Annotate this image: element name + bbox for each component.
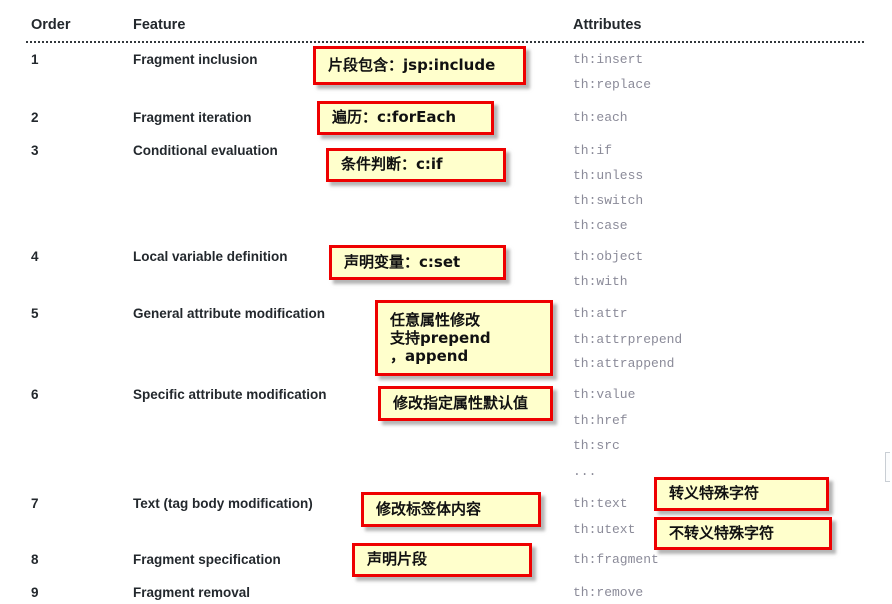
annotation-line: 片段包含：jsp:include	[328, 55, 496, 74]
annotation-line: 转义特殊字符	[669, 484, 760, 503]
annotation-line: 条件判断：c:if	[341, 155, 443, 174]
annotation-line: 声明变量：c:set	[344, 252, 461, 271]
annotation-callout-fragment-inclusion: 片段包含：jsp:include	[313, 46, 526, 85]
annotation-callout-unescape-special-chars: 不转义特殊字符	[654, 517, 832, 550]
column-header-attributes: Attributes	[573, 17, 642, 33]
column-header-feature: Feature	[133, 17, 186, 33]
annotation-callout-text-body: 修改标签体内容	[361, 492, 541, 527]
annotation-callout-fragment-iteration: 遍历：c:forEach	[317, 101, 494, 135]
annotation-line: 任意属性修改	[390, 310, 481, 329]
table-row-attribute: th:if	[573, 143, 613, 158]
table-row-feature: Specific attribute modification	[133, 387, 327, 402]
table-row-order: 7	[31, 496, 39, 511]
table-row-attribute-ellipsis: ...	[573, 464, 597, 479]
table-row-feature: Fragment iteration	[133, 110, 252, 125]
table-row-feature: Local variable definition	[133, 249, 288, 264]
annotation-line: 遍历：c:forEach	[332, 108, 457, 127]
table-row-order: 4	[31, 249, 39, 264]
table-row-feature: Fragment specification	[133, 552, 281, 567]
table-row-order: 3	[31, 143, 39, 158]
table-row-attribute: th:attrappend	[573, 356, 675, 371]
table-row-feature: General attribute modification	[133, 306, 326, 321]
table-row-attribute: th:unless	[573, 168, 644, 183]
annotation-line: 修改指定属性默认值	[393, 393, 529, 412]
table-row-attribute: th:src	[573, 438, 620, 453]
table-row-attribute: th:fragment	[573, 552, 659, 567]
annotation-line: 支持prepend	[390, 328, 491, 347]
annotation-line: 声明片段	[367, 550, 428, 569]
table-row-order: 5	[31, 306, 39, 321]
table-row-order: 2	[31, 110, 39, 125]
table-row-attribute: th:value	[573, 387, 636, 402]
table-row-feature: Text (tag body modification)	[133, 496, 313, 511]
table-row-order: 6	[31, 387, 39, 402]
table-row-attribute: th:remove	[573, 585, 644, 600]
table-row-attribute: th:href	[573, 413, 628, 428]
table-row-attribute: th:text	[573, 496, 628, 511]
table-row-attribute: th:utext	[573, 522, 636, 537]
table-row-attribute: th:each	[573, 110, 628, 125]
annotation-line: 修改标签体内容	[376, 499, 482, 518]
table-row-order: 8	[31, 552, 39, 567]
annotation-callout-general-attribute: 任意属性修改 支持prepend ，append	[375, 300, 553, 376]
table-row-order: 1	[31, 52, 39, 67]
table-row-attribute: th:with	[573, 274, 628, 289]
table-row-attribute: th:switch	[573, 193, 644, 208]
table-row-feature: Fragment inclusion	[133, 52, 258, 67]
table-row-feature: Fragment removal	[133, 585, 251, 600]
table-row-order: 9	[31, 585, 39, 600]
table-row-attribute: th:case	[573, 218, 628, 233]
column-header-order: Order	[31, 17, 71, 33]
annotation-callout-local-variable: 声明变量：c:set	[329, 245, 506, 280]
table-row-attribute: th:object	[573, 249, 644, 264]
table-row-attribute: th:attrprepend	[573, 332, 683, 347]
annotation-line: ，append	[390, 347, 469, 366]
annotation-line: 不转义特殊字符	[669, 523, 775, 542]
table-row-attribute: th:replace	[573, 77, 652, 92]
scrollbar-thumb[interactable]	[885, 452, 890, 482]
table-row-attribute: th:attr	[573, 306, 628, 321]
annotation-callout-specific-attribute: 修改指定属性默认值	[378, 386, 553, 421]
table-row-feature: Conditional evaluation	[133, 143, 278, 158]
annotation-callout-escape-special-chars: 转义特殊字符	[654, 477, 829, 511]
header-divider	[26, 41, 864, 43]
annotation-callout-conditional-evaluation: 条件判断：c:if	[326, 148, 506, 182]
annotation-callout-fragment-specification: 声明片段	[352, 543, 532, 577]
table-row-attribute: th:insert	[573, 52, 644, 67]
